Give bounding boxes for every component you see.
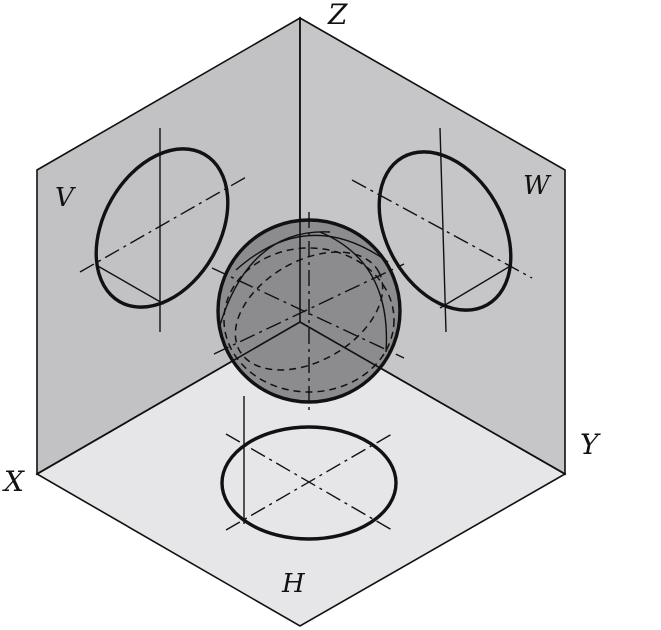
x-axis-label: X [2,465,25,498]
sphere [211,212,405,412]
w-plane-projection [351,127,533,333]
w-plane-label: W [523,171,552,201]
h-plane-projection [220,396,398,541]
y-axis-label: Y [580,428,601,461]
axes [36,18,566,475]
z-axis-label: Z [327,0,348,31]
v-plane-projection [79,128,249,332]
h-plane-label: H [281,569,306,599]
v-plane-label: V [55,183,76,213]
